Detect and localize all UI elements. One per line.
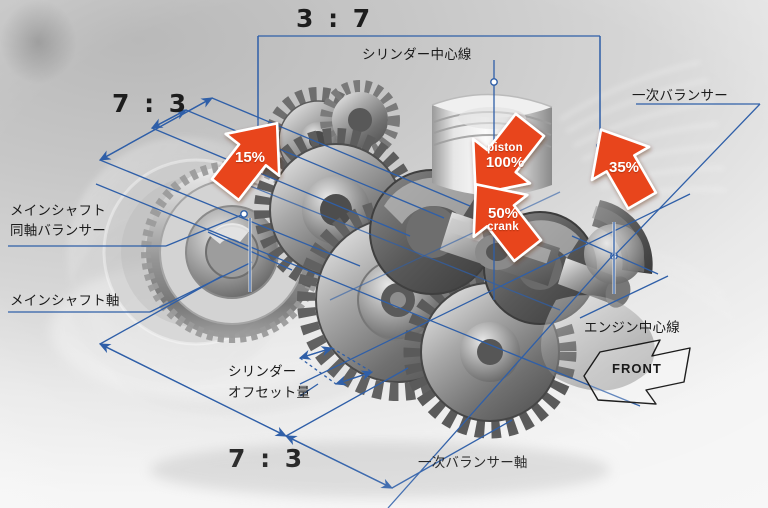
- diagram-canvas: 15% piston 100% 50% crank 35% 3 : 7 7 : …: [0, 0, 768, 508]
- background-vignette: [0, 0, 768, 508]
